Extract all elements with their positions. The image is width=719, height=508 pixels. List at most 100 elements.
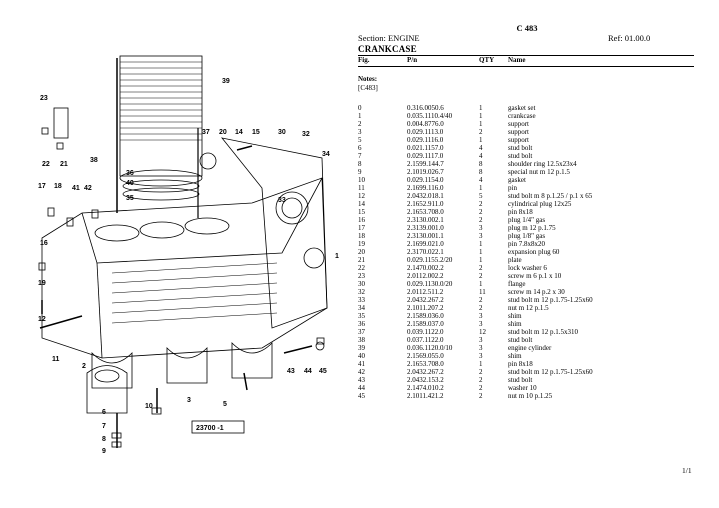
part-qty: 1 [479,248,483,256]
callout-23: 23 [40,95,48,102]
part-fig: 18 [358,232,365,240]
part-fig: 10 [358,176,365,184]
callout-22: 22 [42,161,50,168]
part-fig: 3 [358,128,362,136]
part-number: 2.1699.021.0 [407,240,444,248]
part-qty: 2 [479,128,483,136]
part-name: shim [508,312,522,320]
part-number: 2.1653.708.0 [407,208,444,216]
callout-42: 42 [84,185,92,192]
callout-33: 33 [278,197,286,204]
crankcase-outline [41,177,328,359]
callout-8: 8 [102,436,106,443]
part-qty: 3 [479,344,483,352]
part-name: screw m 6 p.1 x 10 [508,272,562,280]
part-qty: 2 [479,296,483,304]
part-name: plate [508,256,522,264]
part-number: 2.1589.036.0 [407,312,444,320]
column-header-fig: Fig. [358,56,370,64]
part-fig: 35 [358,312,365,320]
callout-3: 3 [187,397,191,404]
reference-label: Ref: 01.00.0 [608,33,651,43]
callout-40: 40 [126,180,134,187]
part-number: 2.0432.267.2 [407,296,444,304]
part-number: 2.0432.018.1 [407,192,444,200]
part-name: shim [508,352,522,360]
part-qty: 1 [479,136,483,144]
column-header-qty: QTY [479,56,495,64]
page-number: 1/1 [682,466,692,475]
part-fig: 0 [358,104,362,112]
part-name: nut m 10 p.1.25 [508,392,553,400]
part-qty: 2 [479,200,483,208]
callout-18: 18 [54,183,62,190]
part-fig: 2 [358,120,362,128]
part-qty: 12 [479,328,486,336]
part-qty: 2 [479,368,483,376]
part-fig: 14 [358,200,365,208]
part-qty: 3 [479,320,483,328]
part-qty: 3 [479,232,483,240]
part-number: 0.316.0050.6 [407,104,444,112]
header-rule-top [358,55,694,56]
part-qty: 2 [479,304,483,312]
part-fig: 41 [358,360,365,368]
part-name: crankcase [508,112,536,120]
callout-5: 5 [223,401,227,408]
part-name: stud bolt m 8 p.1.25 / p.1 x 65 [508,192,593,200]
part-fig: 20 [358,248,365,256]
part-number: 2.1599.144.7 [407,160,444,168]
part-fig: 11 [358,184,365,192]
part-name: pin [508,184,517,192]
part-fig: 1 [358,112,362,120]
part-qty: 5 [479,192,483,200]
part-fig: 6 [358,144,362,152]
part-number: 2.1652.911.0 [407,200,444,208]
exploded-view-diagram: 39 23 37 20 14 15 30 32 34 22 21 38 36 4… [22,28,352,468]
reference-box [191,420,245,434]
callout-20: 20 [219,129,227,136]
part-name: plug m 12 p.1.75 [508,224,556,232]
part-name: screw m 14 p.2 x 30 [508,288,565,296]
part-name: pin 7.8x8x20 [508,240,545,248]
part-fig: 36 [358,320,365,328]
callout-17: 17 [38,183,46,190]
part-qty: 4 [479,152,483,160]
callout-9: 9 [102,448,106,455]
part-fig: 40 [358,352,365,360]
callout-19: 19 [38,280,46,287]
part-number: 0.029.1117.0 [407,152,444,160]
callout-14: 14 [235,129,243,136]
part-name: support [508,128,529,136]
callout-37: 37 [202,129,210,136]
part-qty: 1 [479,280,483,288]
part-fig: 9 [358,168,362,176]
part-name: stud bolt [508,336,533,344]
part-fig: 7 [358,152,362,160]
callout-32: 32 [302,131,310,138]
part-name: cylindrical plug 12x25 [508,200,572,208]
notes-value: [C483] [358,84,378,92]
reference-box-label: 23700 -1 [196,425,224,432]
part-fig: 16 [358,216,365,224]
part-name: plug 1/8" gas [508,232,546,240]
callout-7: 7 [102,423,106,430]
part-qty: 1 [479,256,483,264]
part-number: 0.029.1155.2/20 [407,256,453,264]
